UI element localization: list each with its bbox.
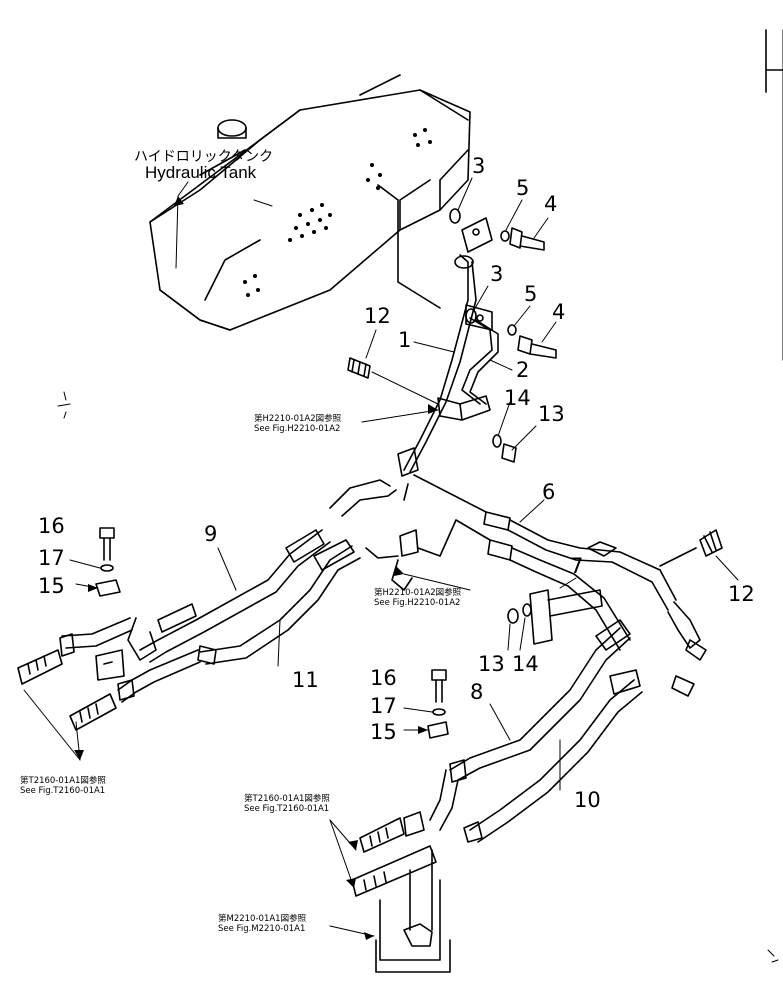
callout-10: 10 [574, 788, 601, 812]
fig-ref-jp: 第H2210-01A2図参照 [374, 588, 462, 598]
callout-9: 9 [204, 522, 218, 546]
fitting-12-right [659, 529, 723, 697]
fig-ref-t-center: 第T2160-01A1図参照 See Fig.T2160-01A1 [244, 794, 330, 814]
callout-1: 1 [398, 328, 412, 352]
fig-ref-jp: 第H2210-01A2図参照 [254, 414, 342, 424]
callout-14-lower: 14 [512, 652, 539, 676]
callout-15-left: 15 [38, 574, 65, 598]
fig-ref-en: See Fig.T2160-01A1 [244, 804, 330, 814]
callout-11: 11 [292, 668, 319, 692]
callout-4-upper: 4 [544, 192, 558, 216]
leader-lines [23, 177, 739, 937]
hose-11 [117, 539, 361, 703]
tank-label-en: Hydraulic Tank [145, 163, 257, 182]
fig-ref-jp: 第T2160-01A1図参照 [244, 794, 330, 804]
callout-13-lower: 13 [478, 652, 505, 676]
hose-8 [429, 619, 631, 831]
bolt-16-left [95, 527, 121, 597]
fig-ref-en: See Fig.H2210-01A2 [374, 598, 461, 608]
stray-marks [57, 391, 779, 963]
fitting-12-left [347, 357, 439, 405]
callout-5-upper: 5 [516, 176, 530, 200]
callout-16-right: 16 [370, 666, 397, 690]
fig-ref-h-lower: 第H2210-01A2図参照 See Fig.H2210-01A2 [374, 588, 461, 608]
callout-15-right: 15 [370, 720, 397, 744]
callout-16-left: 16 [38, 514, 65, 538]
fig-ref-h-upper: 第H2210-01A2図参照 See Fig.H2210-01A2 [254, 414, 341, 434]
callout-3-lower: 3 [490, 262, 504, 286]
callout-17-right: 17 [370, 694, 397, 718]
callout-12-upper: 12 [364, 304, 391, 328]
bolt-16-right [427, 669, 449, 739]
bolts-upper [500, 227, 557, 359]
tank-label-jp: ハイドロリックタンク [134, 149, 274, 165]
fig-ref-t-left: 第T2160-01A1図参照 See Fig.T2160-01A1 [20, 776, 106, 796]
fig-ref-jp: 第T2160-01A1図参照 [20, 776, 106, 786]
callout-4-lower: 4 [552, 300, 566, 324]
fig-ref-en: See Fig.T2160-01A1 [20, 786, 106, 796]
pipes-lower-center [351, 811, 451, 973]
callout-2: 2 [516, 358, 530, 382]
hose-9 [59, 529, 331, 663]
callout-6: 6 [542, 480, 556, 504]
fig-ref-m: 第M2210-01A1図参照 See Fig.M2210-01A1 [218, 914, 306, 934]
callout-14-upper: 14 [504, 386, 531, 410]
callout-5-lower: 5 [524, 282, 538, 306]
callout-7: 7 [570, 554, 584, 578]
hose-1 [377, 184, 477, 473]
hydraulic-tank [149, 74, 471, 331]
hose-7 [417, 519, 631, 651]
callout-17-left: 17 [38, 546, 65, 570]
hose-6 [413, 474, 701, 649]
fig-ref-en: See Fig.H2210-01A2 [254, 424, 341, 434]
fig-ref-en: See Fig.M2210-01A1 [218, 924, 306, 934]
o-ring [449, 208, 477, 324]
callout-3-upper: 3 [472, 154, 486, 178]
frame-mark [765, 29, 783, 361]
fig-ref-jp: 第M2210-01A1図参照 [218, 914, 307, 924]
center-fittings [329, 447, 419, 591]
callout-8: 8 [470, 680, 484, 704]
callout-13-upper: 13 [538, 402, 565, 426]
bracket-upper [437, 395, 517, 463]
callout-12-right: 12 [728, 582, 755, 606]
ref-leaders [361, 409, 471, 591]
pipes-lower-left [17, 649, 125, 731]
hose-10 [463, 669, 643, 843]
